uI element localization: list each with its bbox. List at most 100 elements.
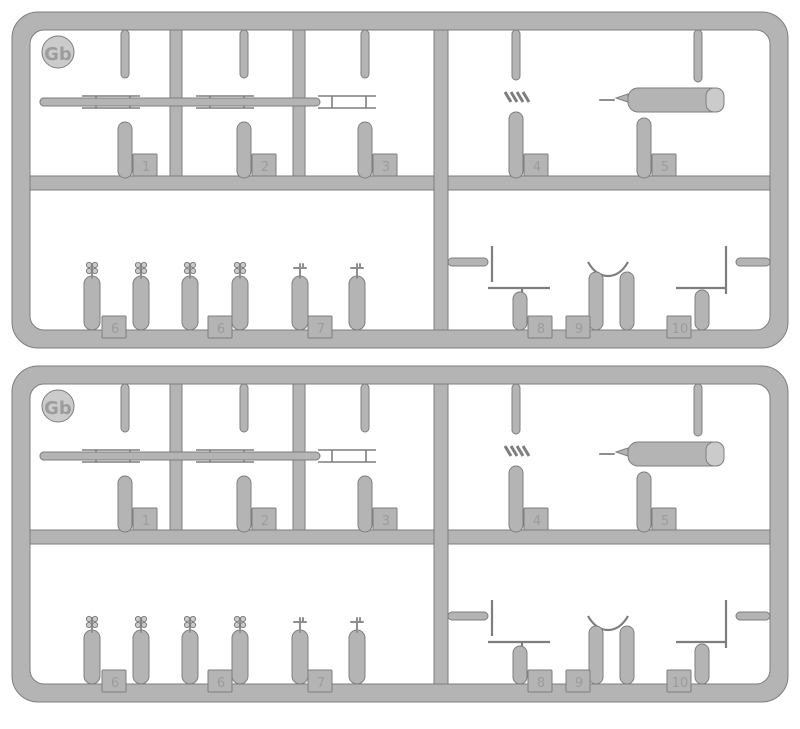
part-number-label: 6 [111, 676, 119, 691]
clip-wire [82, 95, 140, 109]
clip-wire [196, 95, 254, 109]
clip-part-3 [318, 95, 376, 109]
lower-gate-post [357, 121, 373, 179]
part-number-label: 5 [661, 514, 669, 529]
clip-wire [318, 449, 376, 463]
pin-part [291, 617, 309, 685]
number-tab [372, 507, 398, 531]
gate-post-body [117, 475, 133, 533]
gate-post-body [508, 465, 524, 533]
part-number-tab: 10 [666, 669, 692, 693]
sprue-code-label: Gb [44, 398, 72, 419]
gate-post-body [117, 121, 133, 179]
number-tab [207, 315, 233, 339]
nut-lobe [189, 615, 197, 623]
nut-lobe [140, 267, 148, 275]
nut-lobe [233, 615, 241, 623]
lower-gate-post [357, 475, 373, 533]
nut-lobe [134, 267, 142, 275]
number-tab [651, 153, 677, 177]
top-gate [693, 29, 703, 83]
wheel-nut-part [85, 261, 99, 275]
gate-post-body [619, 625, 635, 685]
part-number-tab: 9 [565, 315, 591, 339]
number-tab [101, 315, 127, 339]
nut-lobe [85, 267, 93, 275]
part-number-tab: 4 [523, 153, 549, 177]
part-number-tab: 6 [101, 669, 127, 693]
cylinder-part-5 [599, 441, 725, 467]
part-number-label: 9 [575, 322, 583, 337]
gear-tooth [515, 445, 525, 457]
sprue-code-label: Gb [44, 44, 72, 65]
part-number-label: 4 [533, 160, 541, 175]
nut-lobe [140, 615, 148, 623]
cylinder-cap [705, 87, 725, 113]
pin-stem [181, 629, 199, 685]
cylinder-nozzle [614, 93, 629, 103]
lower-gate-post [636, 471, 652, 533]
part-number-tab: 2 [251, 153, 277, 177]
pin-part [181, 617, 199, 685]
lever-wire [676, 600, 728, 648]
nut-lobe [189, 261, 197, 269]
lower-gate-post [117, 475, 133, 533]
pin-part [181, 263, 199, 331]
badge-disc [41, 35, 75, 69]
part-number-tab: 10 [666, 315, 692, 339]
part-number-tab: 6 [207, 669, 233, 693]
pin-stem [348, 275, 366, 331]
gear-tooth [509, 91, 519, 103]
nut-lobe [233, 621, 241, 629]
cylinder-cap [705, 441, 725, 467]
gear-tooth [521, 91, 531, 103]
number-tab [372, 153, 398, 177]
pin-part [132, 617, 150, 685]
gear-tooth [515, 91, 525, 103]
gear-part-4 [503, 91, 531, 103]
nut-lobe [85, 615, 93, 623]
clip-wire [82, 449, 140, 463]
wheel-nut-part [233, 615, 247, 629]
lower-gate-post [508, 111, 524, 179]
pin-stem [231, 629, 249, 685]
part-number-label: 8 [537, 322, 545, 337]
number-tab [527, 315, 553, 339]
lever-wire [488, 246, 550, 292]
gear-part-4 [503, 445, 531, 457]
lever-wire [488, 600, 550, 646]
part-number-tab: 7 [307, 669, 333, 693]
nut-lobe [239, 267, 247, 275]
pin-stem [231, 275, 249, 331]
gate-post [512, 645, 528, 685]
fork-wire [587, 615, 629, 632]
number-tab [132, 153, 158, 177]
clip-wire [318, 95, 376, 109]
gate-post-body [357, 475, 373, 533]
top-gate [120, 383, 130, 433]
nut-lobe [183, 621, 191, 629]
part-number-label: 10 [672, 322, 689, 337]
gate-post-body [636, 117, 652, 179]
gate-post [694, 289, 710, 331]
nut-lobe [239, 261, 247, 269]
nut-lobe [134, 261, 142, 269]
lever-part-8 [488, 246, 550, 292]
part-number-tab: 3 [372, 153, 398, 177]
lower-gate-post [508, 465, 524, 533]
pin-stem [348, 629, 366, 685]
clip-part-2 [196, 449, 254, 463]
side-gate [447, 611, 489, 621]
nut-lobe [239, 621, 247, 629]
part-number-tab: 1 [132, 507, 158, 531]
top-gate [693, 383, 703, 437]
fork-part-9 [587, 615, 629, 632]
wheel-nut-part [134, 615, 148, 629]
number-tab [207, 669, 233, 693]
wheel-nut-part [183, 615, 197, 629]
clip-part-3 [318, 449, 376, 463]
